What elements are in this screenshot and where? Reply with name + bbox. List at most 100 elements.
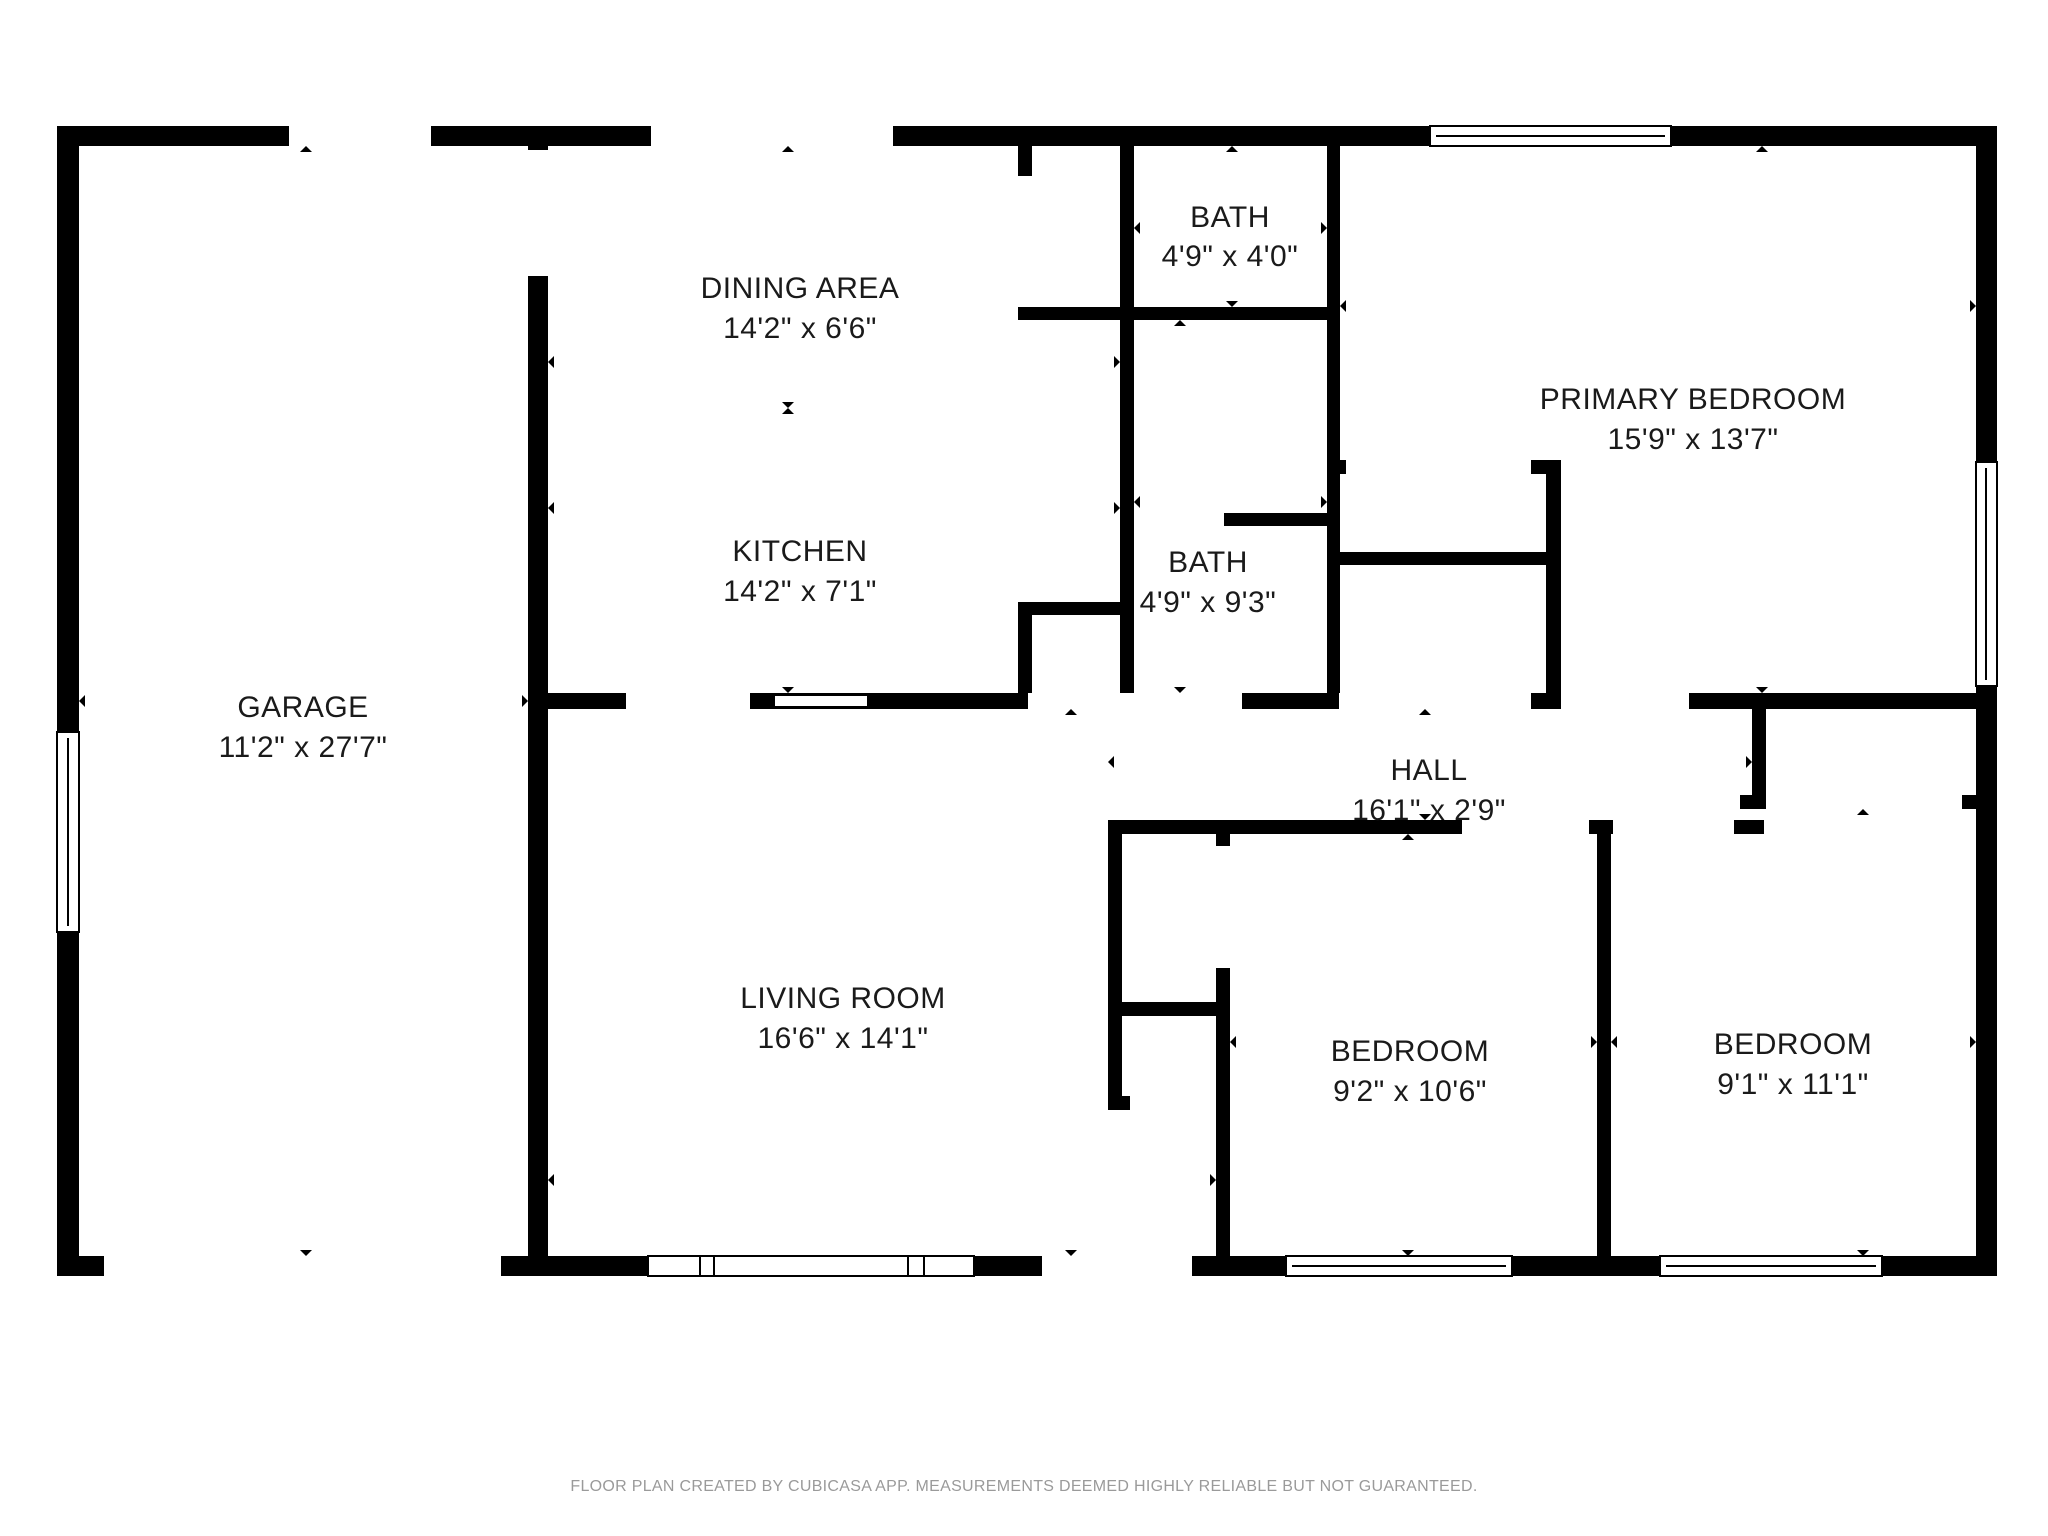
marker-bedroom-middle-bottom bbox=[1402, 1250, 1414, 1256]
hall-closet-bottom-stub bbox=[1108, 1096, 1130, 1110]
bedroom-divider-wall bbox=[1597, 834, 1611, 1256]
closet-right-wall bbox=[1546, 460, 1561, 693]
pantry-top-wall bbox=[1018, 602, 1134, 615]
room-dims-bedroom-middle: 9'2" x 10'6" bbox=[1333, 1075, 1487, 1108]
primary-bottom-wall bbox=[1689, 693, 1976, 709]
bath-shelf-wall bbox=[1224, 513, 1327, 526]
room-name-bedroom-right: BEDROOM bbox=[1714, 1028, 1873, 1061]
marker-dining-center-a bbox=[782, 402, 794, 408]
linen-closet-wall bbox=[1752, 709, 1766, 805]
room-dims-bath-lower: 4'9" x 9'3" bbox=[1140, 586, 1277, 619]
marker-bedroom-right-bottom bbox=[1857, 1250, 1869, 1256]
front-door-opening bbox=[1042, 1254, 1192, 1278]
windows bbox=[56, 124, 1998, 1278]
marker-garage-bottom bbox=[300, 1250, 312, 1256]
marker-bath-lower-top bbox=[1174, 320, 1186, 326]
exterior-wall-right bbox=[1976, 126, 1997, 1276]
marker-garage-left bbox=[79, 695, 85, 707]
hall-bottom-wall-right bbox=[1589, 820, 1613, 834]
room-name-bedroom-middle: BEDROOM bbox=[1331, 1035, 1490, 1068]
window-dining-top bbox=[651, 124, 893, 148]
marker-kitchen-left bbox=[548, 502, 554, 514]
room-name-dining-area: DINING AREA bbox=[701, 272, 900, 305]
window-kitchen-pass bbox=[773, 694, 869, 708]
marker-hall-left bbox=[1108, 756, 1114, 768]
marker-bath-lower-right bbox=[1321, 496, 1327, 508]
marker-bath-upper-top bbox=[1226, 146, 1238, 152]
kitchen-bottom-wall-a bbox=[548, 693, 626, 709]
pantry-left-wall bbox=[1018, 602, 1032, 693]
bedroom-middle-west-wall bbox=[1216, 968, 1230, 1256]
marker-hall-bottom bbox=[1419, 814, 1431, 820]
marker-bedroom-right-left bbox=[1611, 1036, 1617, 1048]
marker-living-left bbox=[548, 1174, 554, 1186]
closet-top-stub bbox=[1531, 460, 1561, 474]
hall-bottom-wall-far bbox=[1734, 820, 1764, 834]
room-dims-dining-area: 14'2" x 6'6" bbox=[723, 312, 877, 345]
room-dims-primary-bedroom: 15'9" x 13'7" bbox=[1607, 423, 1778, 456]
bath-east-wall bbox=[1327, 146, 1340, 693]
hall-bottom-wall bbox=[1108, 820, 1462, 834]
exterior-wall-left bbox=[57, 126, 79, 1276]
marker-bedroom-right-top bbox=[1857, 809, 1869, 815]
marker-bath-lower-bottom bbox=[1174, 687, 1186, 693]
room-dims-bedroom-right: 9'1" x 11'1" bbox=[1717, 1068, 1869, 1101]
room-dims-hall: 16'1" x 2'9" bbox=[1352, 794, 1506, 827]
linen-closet-stub-right bbox=[1962, 795, 1976, 809]
marker-bedroom-middle-left bbox=[1230, 1036, 1236, 1048]
hall-closet-top-stub bbox=[1216, 820, 1230, 846]
hall-closet-shelf bbox=[1108, 1002, 1228, 1016]
marker-living-top bbox=[1065, 709, 1077, 715]
marker-bedroom-middle-right bbox=[1591, 1036, 1597, 1048]
hall-top-wall-a bbox=[1242, 693, 1339, 709]
marker-hall-right bbox=[1746, 756, 1752, 768]
kitchen-east-wall bbox=[1120, 146, 1134, 693]
window-living-bottom bbox=[647, 1255, 975, 1277]
bath-stub-top bbox=[1018, 146, 1032, 176]
marker-bath-upper-right bbox=[1321, 222, 1327, 234]
marker-dining-top bbox=[782, 146, 794, 152]
marker-primary-right bbox=[1970, 300, 1976, 312]
room-dims-bath-upper: 4'9" x 4'0" bbox=[1162, 240, 1299, 273]
marker-hall-top bbox=[1419, 709, 1431, 715]
room-name-hall: HALL bbox=[1390, 754, 1467, 787]
marker-living-bottom bbox=[1065, 1250, 1077, 1256]
room-dims-kitchen: 14'2" x 7'1" bbox=[723, 575, 877, 608]
marker-primary-top bbox=[1756, 146, 1768, 152]
window-dining-left bbox=[526, 150, 550, 276]
marker-bath-upper-left bbox=[1134, 222, 1140, 234]
marker-garage-top bbox=[300, 146, 312, 152]
marker-primary-bottom bbox=[1756, 687, 1768, 693]
room-name-bath-upper: BATH bbox=[1190, 201, 1270, 234]
marker-garage-right bbox=[522, 695, 528, 707]
room-name-primary-bedroom: PRIMARY BEDROOM bbox=[1540, 383, 1846, 416]
hall-top-wall-b bbox=[1531, 693, 1561, 709]
marker-bath-lower-left bbox=[1134, 496, 1140, 508]
marker-primary-left bbox=[1340, 300, 1346, 312]
room-name-kitchen: KITCHEN bbox=[732, 535, 867, 568]
marker-dining-left bbox=[548, 356, 554, 368]
closet-shelf-wall bbox=[1340, 552, 1550, 565]
room-dims-garage: 11'2" x 27'7" bbox=[219, 731, 388, 764]
bath-divider-wall bbox=[1018, 307, 1334, 320]
room-name-living-room: LIVING ROOM bbox=[740, 982, 946, 1015]
window-garage-top bbox=[289, 124, 431, 148]
marker-kitchen-right bbox=[1114, 502, 1120, 514]
hall-closet-left-wall bbox=[1108, 820, 1122, 1110]
room-dims-living-room: 16'6" x 14'1" bbox=[757, 1022, 928, 1055]
footer-disclaimer: FLOOR PLAN CREATED BY CUBICASA APP. MEAS… bbox=[570, 1478, 1478, 1495]
linen-closet-bottom bbox=[1740, 795, 1766, 809]
garage-divider-wall bbox=[528, 146, 548, 1256]
marker-bedroom-middle-top bbox=[1402, 834, 1414, 840]
marker-bath-upper-bottom bbox=[1226, 301, 1238, 307]
marker-dining-center-b bbox=[782, 408, 794, 414]
room-name-garage: GARAGE bbox=[237, 691, 368, 724]
marker-dining-right bbox=[1114, 356, 1120, 368]
room-name-bath-lower: BATH bbox=[1168, 546, 1248, 579]
marker-bedroom-right-right bbox=[1970, 1036, 1976, 1048]
closet-left-stub bbox=[1340, 460, 1346, 474]
garage-door-bottom bbox=[104, 1254, 501, 1278]
room-labels: GARAGE 11'2" x 27'7" DINING AREA 14'2" x… bbox=[219, 201, 1873, 1108]
marker-living-right bbox=[1210, 1174, 1216, 1186]
